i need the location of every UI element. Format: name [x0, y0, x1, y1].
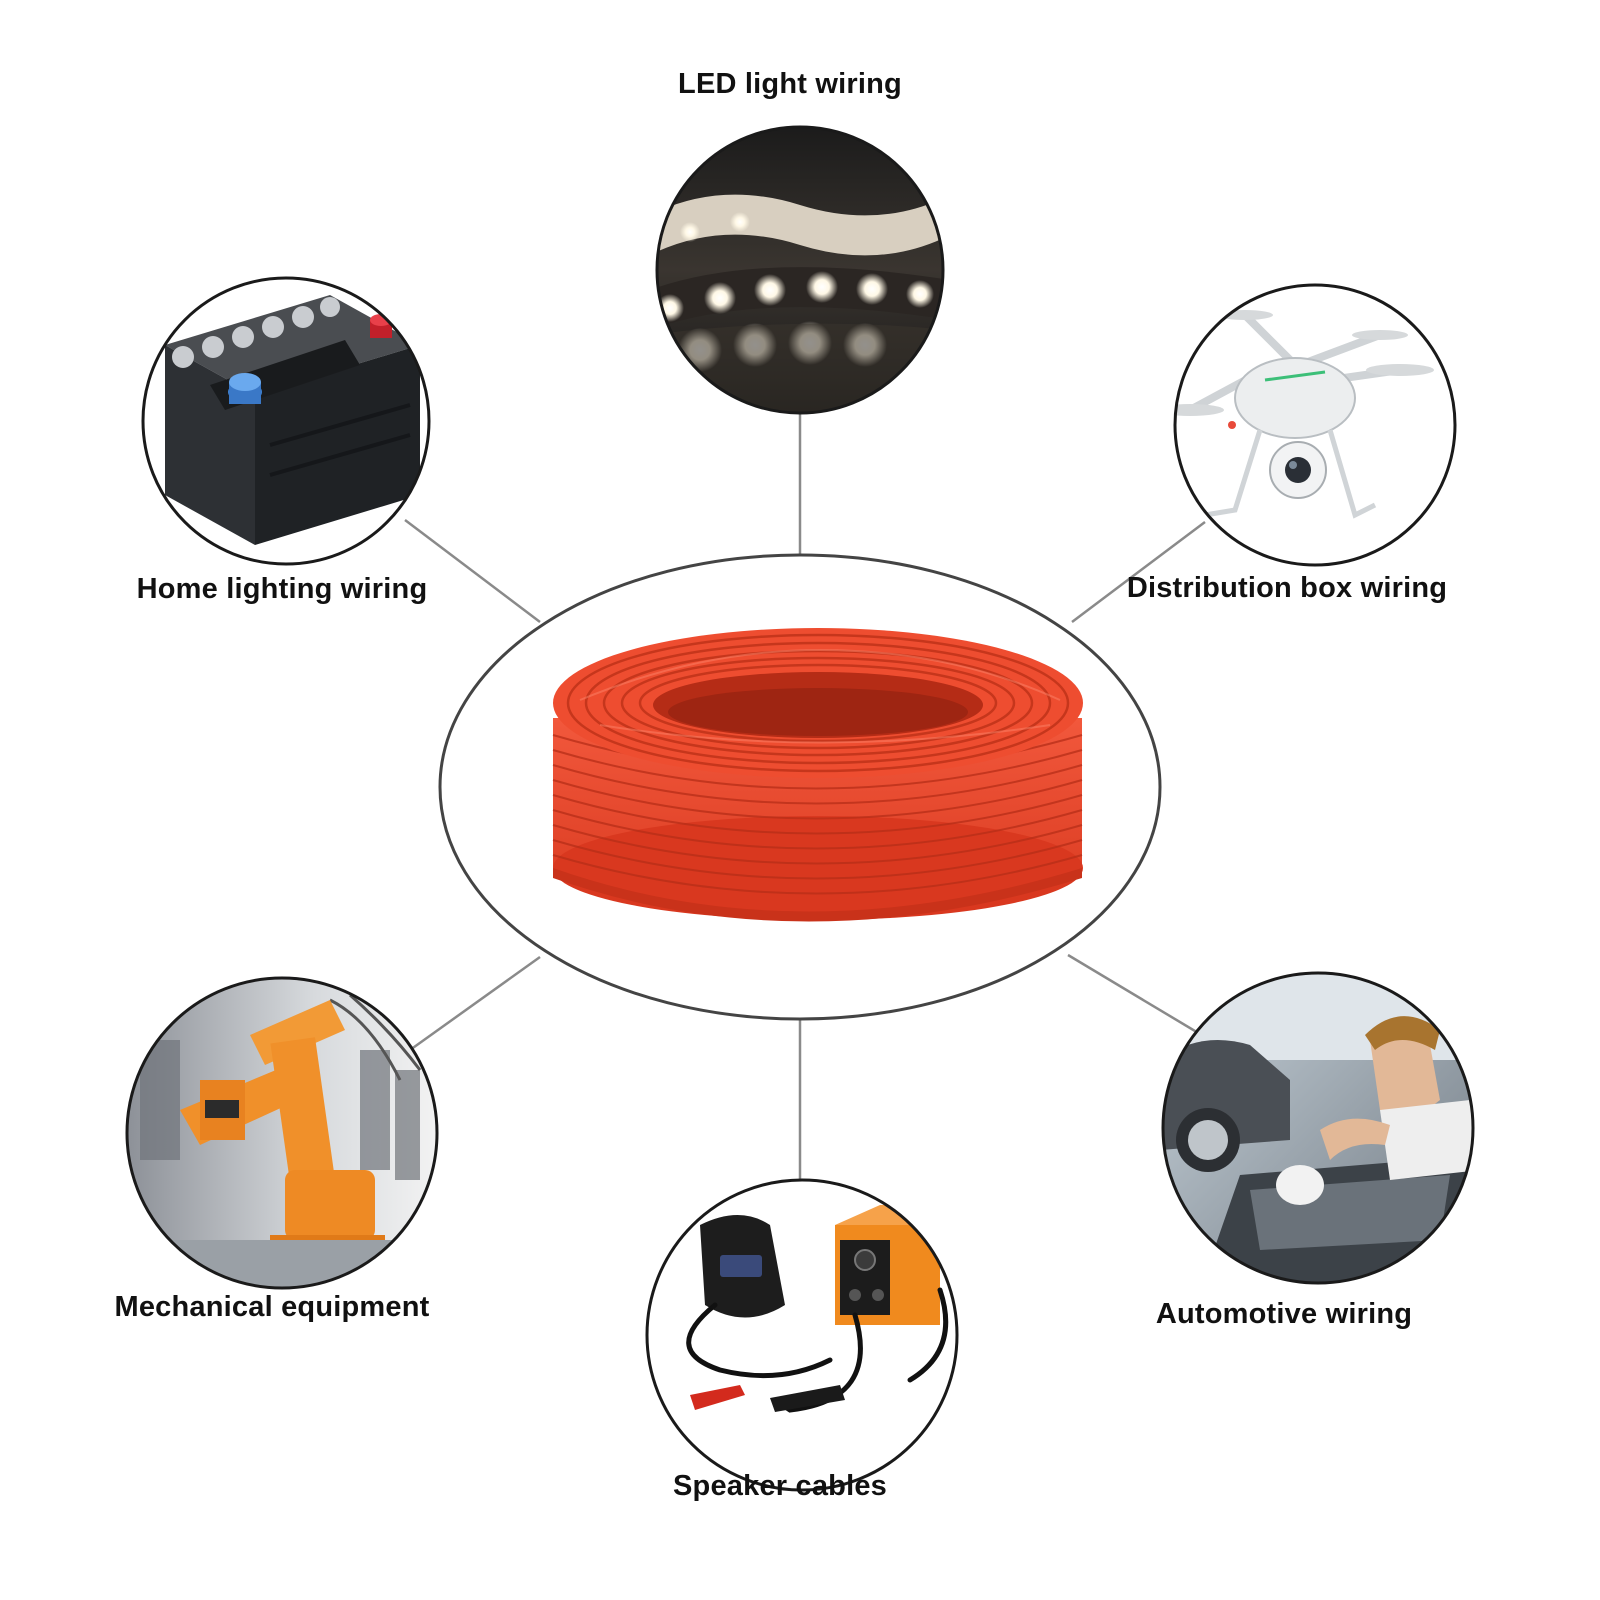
drone-circle — [1173, 283, 1457, 567]
label-home-lighting-wiring: Home lighting wiring — [136, 573, 428, 605]
automotive-circle — [1161, 971, 1475, 1285]
connector-battery — [404, 519, 541, 623]
label-automotive-wiring: Automotive wiring — [1155, 1298, 1413, 1330]
center-cable-coil — [438, 553, 1162, 1021]
cable-coil-icon — [552, 628, 1083, 922]
led-light-circle — [655, 125, 945, 415]
mechanical-equipment-circle — [125, 976, 439, 1290]
connector-robot — [409, 955, 541, 1052]
connector-lines — [404, 413, 1211, 1180]
home-lighting-circle — [141, 276, 431, 566]
label-distribution-box-wiring: Distribution box wiring — [1126, 572, 1448, 604]
connector-drone — [1071, 521, 1206, 623]
label-speaker-cables: Speaker cables — [673, 1470, 887, 1502]
connector-auto — [1067, 953, 1211, 1042]
label-mechanical-equipment: Mechanical equipment — [114, 1291, 430, 1323]
speaker-cables-circle — [645, 1178, 959, 1492]
label-led-light-wiring: LED light wiring — [678, 68, 902, 100]
